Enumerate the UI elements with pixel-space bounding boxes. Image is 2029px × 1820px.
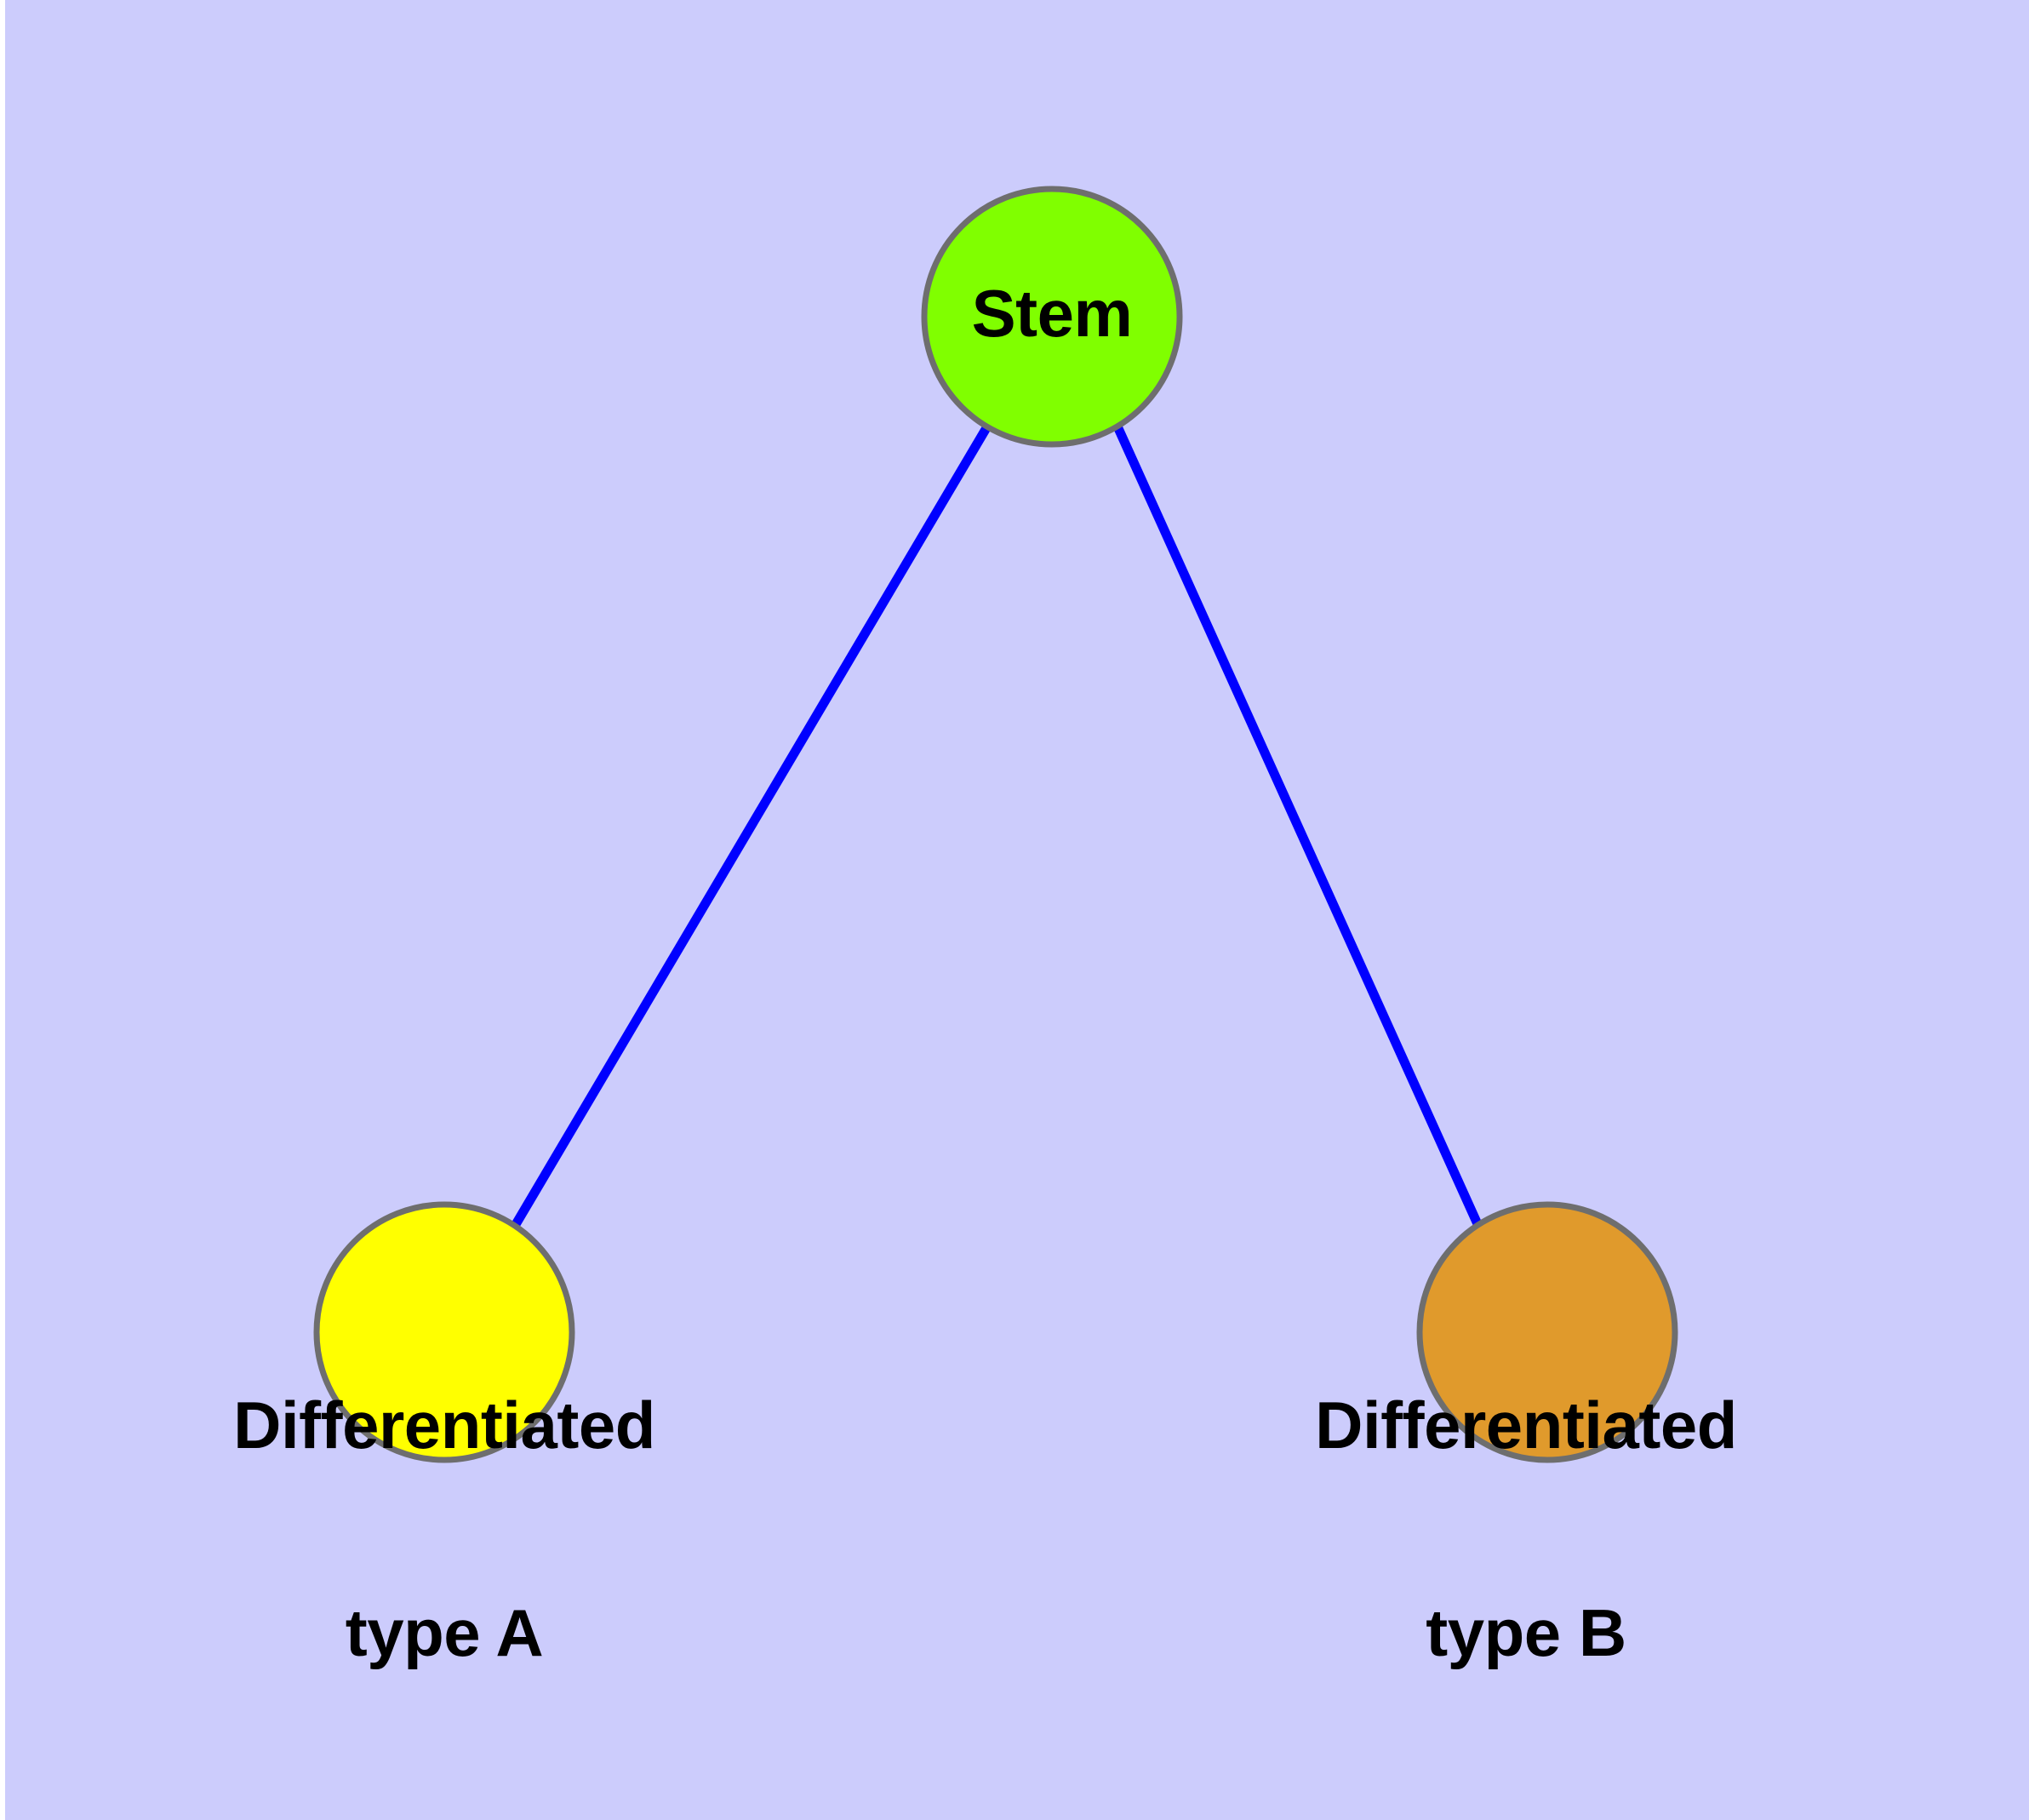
edge-stem-to-differentiated-type-b [1112,424,1483,1228]
node-group [313,186,1678,1463]
node-differentiated-type-b[interactable] [1416,1201,1678,1463]
edge-group [511,424,1483,1228]
node-differentiated-type-a[interactable] [313,1201,575,1463]
node-stem[interactable] [921,186,1183,448]
edge-stem-to-differentiated-type-a [511,424,992,1228]
